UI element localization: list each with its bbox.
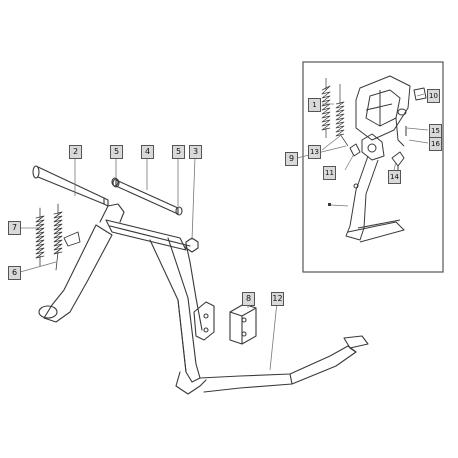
side-stand-inset [296, 61, 444, 273]
center-stand-part [38, 203, 369, 395]
bracket-part [229, 303, 257, 345]
callout-1: 12 [271, 292, 284, 306]
callout-6: 6 [8, 266, 21, 280]
callout-10: 10 [427, 89, 440, 103]
callout-11: 11 [323, 166, 336, 180]
spacer-tube-part [112, 178, 179, 215]
callout-7: 7 [8, 221, 21, 235]
bushing-left-part [111, 177, 119, 187]
callout-4: 4 [141, 145, 154, 159]
spring-7-part [35, 215, 45, 259]
callout-2: 2 [69, 145, 82, 159]
callout-5-right: 5 [172, 145, 185, 159]
inset-section-marker [328, 203, 331, 206]
callout-15: 15 [429, 124, 442, 138]
callout-3: 3 [189, 145, 202, 159]
callout-8: 8 [242, 292, 255, 306]
callout-16: 16 [429, 137, 442, 151]
callout-14: 14 [388, 170, 401, 184]
callout-12: 1 [308, 98, 321, 112]
callout-13: 13 [308, 145, 321, 159]
pivot-bolt-part [32, 165, 109, 207]
callout-9: 9 [285, 152, 298, 166]
spring-6-part [53, 211, 63, 255]
bushing-right-part [175, 206, 183, 216]
callout-5-left: 5 [110, 145, 123, 159]
